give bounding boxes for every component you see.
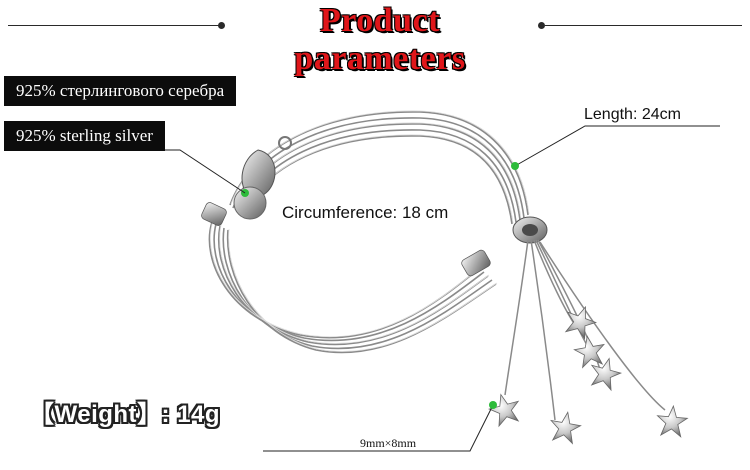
end-cap-right	[461, 249, 491, 277]
page-title: Product parameters	[294, 2, 466, 77]
star-charm-5	[586, 354, 625, 392]
length-callout: Length: 24cm	[584, 106, 681, 123]
header-rule-left	[8, 25, 220, 26]
material-label-russian: 925% стерлингового серебра	[4, 76, 237, 106]
end-cap-left	[201, 202, 227, 226]
star-charm-2	[547, 409, 583, 445]
header-dot-left	[218, 22, 225, 29]
chain-lower	[208, 221, 497, 354]
pointer-line-silver	[140, 149, 246, 194]
star-charm-4	[572, 333, 608, 369]
pointer-line-length	[514, 125, 720, 167]
circumference-callout: Circumference: 18 cm	[282, 203, 449, 222]
weight-callout: 【Weight】: 14g	[30, 401, 221, 428]
star-charm-6	[655, 404, 689, 438]
lobster-clasp	[241, 136, 292, 198]
pointer-dot-length	[511, 162, 519, 170]
star-charm-1	[485, 390, 524, 428]
header-rule-right	[545, 25, 742, 26]
brand-tag	[233, 186, 267, 220]
header-dot-right	[538, 22, 545, 29]
star-size-callout: 9mm×8mm	[360, 436, 417, 450]
material-label-english: 925% sterling silver	[4, 121, 165, 151]
pointer-line-size	[263, 404, 494, 452]
star-charm-3	[560, 301, 600, 341]
pointer-dot-size	[489, 401, 497, 409]
